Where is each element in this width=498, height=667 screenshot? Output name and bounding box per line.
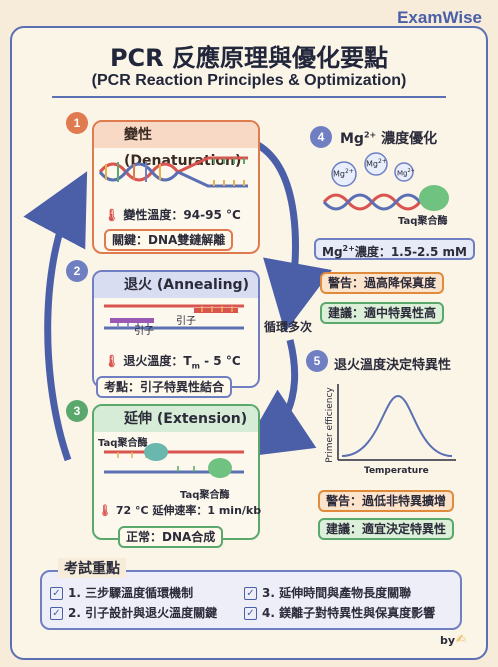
dna-extension-icon [104, 443, 244, 478]
section4-title-sup: 2+ [363, 130, 377, 140]
step3-temp-text: 72 °C 延伸速率：1 min/kb [115, 504, 262, 517]
step2-title: 退火 (Annealing) [94, 272, 258, 298]
mg-enzyme-label: Taq聚合酶 [398, 216, 448, 227]
byline: by [440, 634, 456, 647]
step2-temperature: 🌡 退火溫度：Tm - 5 °C [104, 352, 241, 370]
efficiency-curve [337, 384, 456, 461]
dna-separation-icon [98, 156, 248, 188]
exam-points-title: 考試重點 [58, 558, 126, 578]
step1-key-badge: 關鍵：DNA雙鏈解離 [104, 229, 234, 251]
mg-concentration-badge: Mg2+濃度：1.5-2.5 mM [314, 238, 475, 260]
exam-points-box [40, 570, 462, 630]
mg-ion-bubble [364, 152, 388, 176]
mg-ion-label: Mg2+ [333, 168, 354, 179]
primer-left-label: 引子 [134, 326, 154, 337]
arrow-denature-to-anneal [256, 141, 332, 333]
step2-temp-suffix: - 5 °C [199, 354, 241, 368]
section5-number: 5 [306, 350, 328, 372]
title-underline [52, 96, 446, 98]
step1-number: 1 [66, 112, 88, 134]
arrow-anneal-to-extend [238, 339, 317, 458]
mg-advice-badge: 建議：適中特異性高 [320, 302, 445, 324]
step3-number: 3 [66, 400, 88, 422]
taq-enzyme-bottom [208, 458, 232, 478]
anneal-advice-badge: 建議：適宜決定特異性 [318, 518, 455, 540]
step3-title: 延伸 (Extension) [94, 406, 258, 432]
mg-ion-label: Mg2+ [397, 168, 415, 178]
thermometer-icon: 🌡 [98, 504, 112, 517]
exam-item: ✓3. 延伸時間與產物長度關聯 [244, 584, 411, 601]
efficiency-curve-line [341, 394, 453, 457]
section4-title: Mg2+ 濃度優化 [340, 128, 437, 148]
curve-y-label: Primer efficiency [325, 387, 335, 463]
mg-ion-illustration [322, 152, 449, 211]
taq-enzyme-icon [419, 185, 449, 211]
taq-enzyme-top [144, 443, 168, 461]
brand-logo: ExamWise [397, 8, 482, 27]
mg-warning-badge: 警告：過高降保真度 [320, 272, 445, 294]
step1-temperature: 🌡 變性溫度：94-95 °C [104, 206, 241, 223]
step2-key-badge: 考點：引子特異性結合 [96, 376, 233, 398]
step2-temp-text: 退火溫度：T [123, 354, 192, 368]
page-subtitle: (PCR Reaction Principles & Optimization) [91, 72, 407, 89]
enzyme-bottom-label: Taq聚合酶 [180, 490, 230, 501]
enzyme-top-label: Taq聚合酶 [98, 438, 148, 449]
signature-logo-icon: ✍ [456, 632, 467, 646]
mg-ion-bubble [394, 162, 414, 182]
arrow-extend-to-denature [23, 171, 88, 462]
mg-ion-bubble [331, 161, 357, 187]
checkbox-icon: ✓ [50, 587, 63, 600]
checkbox-icon: ✓ [244, 587, 257, 600]
section4-title-suffix: 濃度優化 [376, 131, 438, 147]
step3-key-badge: 正常：DNA合成 [118, 526, 224, 548]
primer-annealing-icon [104, 304, 244, 330]
thermometer-icon: 🌡 [104, 208, 120, 222]
thermometer-icon: 🌡 [104, 354, 120, 368]
primer-right-label: 引子 [176, 316, 196, 327]
checkbox-icon: ✓ [50, 607, 63, 620]
mg-ion-label: Mg2+ [366, 158, 387, 169]
cycle-label: 循環多次 [264, 320, 313, 334]
step1-temp-text: 變性溫度：94-95 °C [123, 208, 241, 222]
step2-number: 2 [66, 260, 88, 282]
step1-title: 變性 (Denaturation) [94, 122, 258, 169]
page-title: PCR 反應原理與優化要點 [109, 44, 389, 72]
exam-item: ✓2. 引子設計與退火溫度關鍵 [50, 604, 217, 621]
section5-title: 退火溫度決定特異性 [334, 358, 452, 373]
section4-title-prefix: Mg [340, 131, 364, 147]
exam-item: ✓1. 三步驟溫度循環機制 [50, 584, 193, 601]
step3-temperature: 🌡 72 °C 延伸速率：1 min/kb [98, 502, 261, 518]
anneal-warning-badge: 警告：過低非特異擴增 [318, 490, 455, 512]
step2-temp-sub: m [191, 361, 200, 371]
section4-number: 4 [310, 126, 332, 148]
checkbox-icon: ✓ [244, 607, 257, 620]
exam-item: ✓4. 鎂離子對特異性與保真度影響 [244, 604, 435, 621]
curve-x-label: Temperature [364, 466, 429, 476]
